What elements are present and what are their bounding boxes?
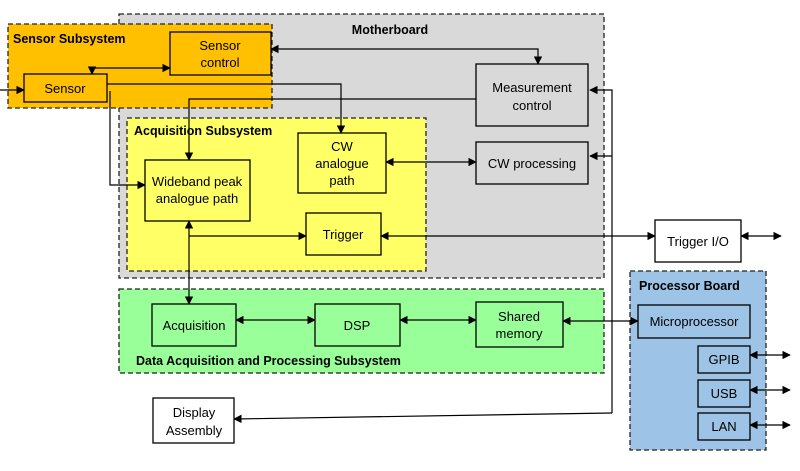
- microprocessor-block: Microprocessor: [637, 304, 751, 339]
- processor-board-title: Processor Board: [639, 279, 740, 293]
- cw-analogue-path-label-2: analogue: [315, 156, 369, 171]
- acquisition-label: Acquisition: [163, 318, 226, 333]
- connections: [0, 44, 791, 430]
- trigger-io-label: Trigger I/O: [667, 234, 729, 249]
- wideband-peak-label-2: analogue path: [156, 191, 238, 206]
- bus-to-measurement-control: [589, 85, 613, 413]
- wideband-peak-label-1: Wideband peak: [152, 174, 243, 189]
- shared-memory-block: Shared memory: [475, 301, 564, 348]
- wideband-peak-block: Wideband peak analogue path: [144, 159, 251, 222]
- sensor-to-wideband-path: [109, 91, 146, 190]
- trigger-label: Trigger: [323, 227, 364, 242]
- trigger-io-block: Trigger I/O: [654, 219, 742, 263]
- cw-processing-block: CW processing: [475, 141, 589, 185]
- bus-to-display-assembly: [233, 412, 613, 424]
- gpib-block: GPIB: [697, 345, 751, 374]
- sensor-subsystem-title: Sensor Subsystem: [13, 32, 126, 46]
- shared-memory-label-1: Shared: [498, 309, 540, 324]
- trigger-block: Trigger: [305, 212, 382, 256]
- lan-label: LAN: [711, 419, 736, 434]
- data-acquisition-subsystem-title: Data Acquisition and Processing Subsyste…: [136, 354, 401, 368]
- sensor-control-label-2: control: [200, 55, 239, 70]
- sensor-label: Sensor: [44, 81, 86, 96]
- usb-label: USB: [711, 386, 738, 401]
- display-assembly-label-2: Assembly: [166, 423, 223, 438]
- acquisition-subsystem-title: Acquisition Subsystem: [134, 124, 272, 138]
- dsp-block: DSP: [314, 303, 401, 347]
- display-assembly-block: Display Assembly: [152, 397, 235, 444]
- lan-block: LAN: [697, 412, 751, 441]
- cw-processing-label: CW processing: [488, 156, 576, 171]
- microprocessor-label: Microprocessor: [650, 314, 740, 329]
- cw-analogue-path-label-3: path: [329, 173, 354, 188]
- sensor-block: Sensor: [23, 73, 108, 103]
- sensor-sensorcontrol-link: [87, 63, 171, 75]
- display-assembly-label-1: Display: [173, 405, 216, 420]
- cw-analogue-path-block: CW analogue path: [297, 132, 387, 194]
- acquisition-block: Acquisition: [151, 303, 237, 347]
- sensor-to-cw-path: [107, 83, 346, 134]
- gpib-label: GPIB: [708, 352, 739, 367]
- measurement-to-wideband-path: [184, 98, 476, 161]
- sensor-control-block: Sensor control: [169, 31, 272, 76]
- measurement-control-label-1: Measurement: [492, 80, 572, 95]
- dsp-label: DSP: [344, 318, 371, 333]
- sensor-control-label-1: Sensor: [199, 38, 241, 53]
- sensor-control-measurement-link: [270, 44, 543, 65]
- measurement-control-label-2: control: [512, 98, 551, 113]
- measurement-control-block: Measurement control: [475, 63, 589, 127]
- usb-block: USB: [697, 379, 751, 408]
- shared-memory-label-2: memory: [496, 326, 543, 341]
- motherboard-title: Motherboard: [352, 23, 428, 37]
- cw-analogue-path-label-1: CW: [331, 139, 353, 154]
